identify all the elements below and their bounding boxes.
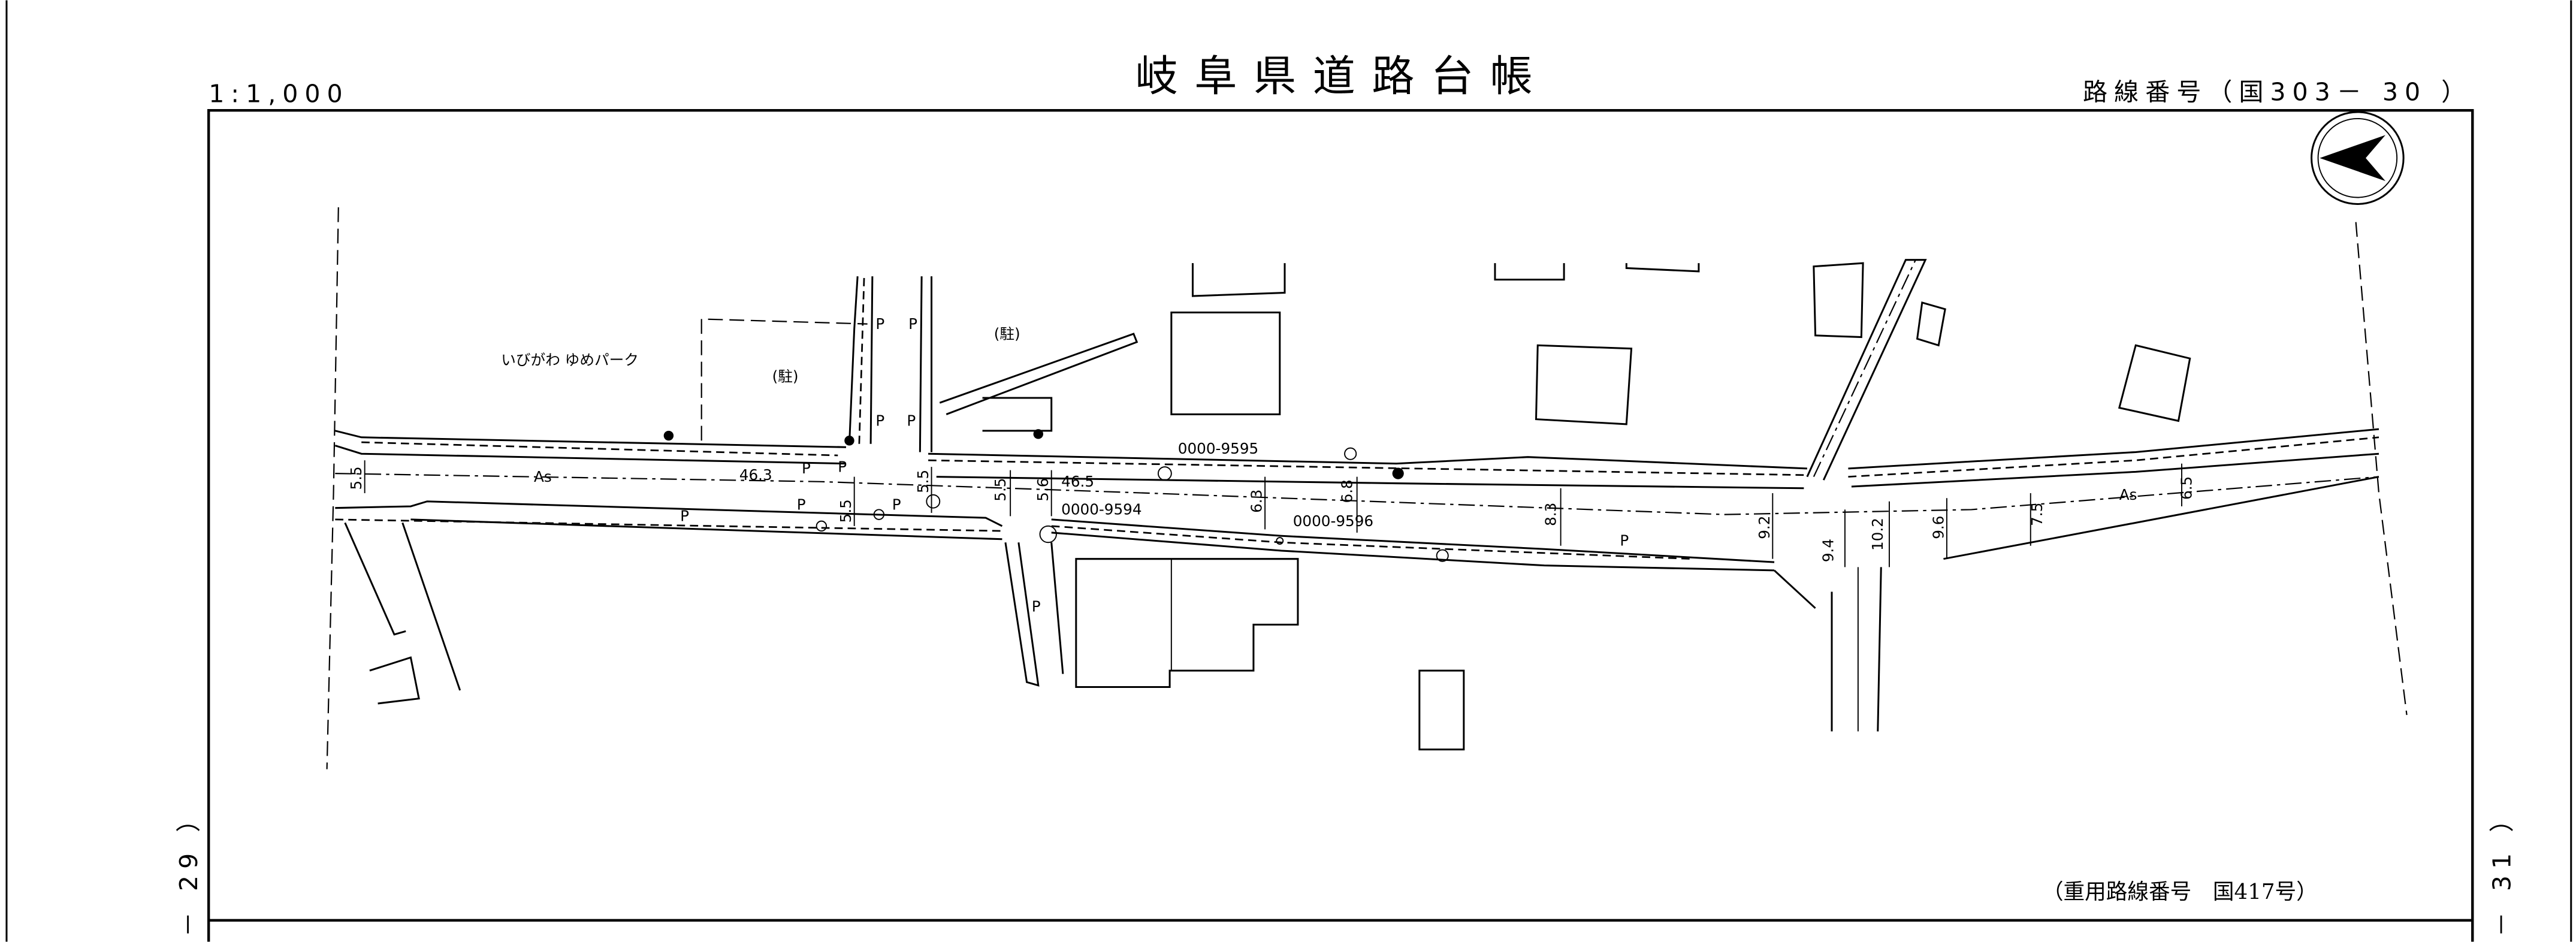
svg-text:P: P — [875, 315, 884, 333]
station-label: 0000-9596 — [1293, 512, 1373, 530]
svg-text:P: P — [1620, 532, 1629, 550]
svg-text:P: P — [875, 412, 884, 430]
parking-label: (駐) — [772, 368, 799, 385]
svg-text:5.5: 5.5 — [348, 466, 365, 490]
svg-text:P: P — [838, 458, 847, 475]
svg-text:9.2: 9.2 — [1756, 516, 1773, 539]
surface-label: As — [2119, 486, 2137, 503]
svg-text:5.5: 5.5 — [992, 478, 1009, 502]
svg-text:6.3: 6.3 — [1248, 490, 1266, 513]
overlap-route-note: （重用路線番号 国417号） — [2042, 880, 2318, 904]
boundary-left — [326, 207, 339, 769]
station-label: 0000-9594 — [1061, 501, 1141, 518]
svg-text:P: P — [680, 508, 689, 525]
svg-text:7.5: 7.5 — [2028, 503, 2046, 526]
utility-poles — [663, 429, 1449, 562]
station-label: 0000-9595 — [1178, 440, 1258, 457]
svg-text:9.6: 9.6 — [1929, 516, 1947, 539]
svg-text:P: P — [802, 460, 811, 477]
next-sheet-label[interactable]: － 31 ） — [2487, 801, 2516, 937]
surface-label: As — [534, 468, 552, 485]
svg-text:9.4: 9.4 — [1820, 539, 1837, 562]
svg-text:5.5: 5.5 — [837, 499, 854, 523]
width-dimensions: 5.5 5.5 5.5 5.5 5.6 6.3 6.8 8.3 9.2 9.4 … — [348, 460, 2195, 567]
svg-text:P: P — [892, 496, 901, 513]
north-arrow-icon — [2311, 111, 2405, 205]
elevation-label: 46.3 — [739, 466, 772, 484]
svg-text:5.5: 5.5 — [914, 470, 932, 493]
park-boundary — [700, 318, 868, 441]
main-road — [334, 428, 2379, 609]
previous-sheet-label[interactable]: － 29 ） — [174, 801, 203, 937]
sheet-title: 岐阜県道路台帳 — [1136, 51, 1550, 101]
map-frame — [207, 109, 2474, 942]
park-label: いびがわ ゆめパーク — [501, 351, 639, 369]
route-number-label: 路線番号（国303－ 30 ） — [2083, 78, 2472, 107]
pole-markers: P P P P P P P P P P P — [680, 315, 1629, 615]
buildings — [369, 262, 2191, 751]
svg-text:P: P — [907, 412, 916, 430]
svg-text:10.2: 10.2 — [1869, 518, 1886, 551]
svg-text:6.5: 6.5 — [2178, 476, 2195, 500]
boundary-right — [2355, 222, 2408, 715]
svg-text:6.8: 6.8 — [1338, 479, 1355, 503]
svg-text:P: P — [908, 315, 917, 333]
scale-label: 1:1,000 — [209, 79, 349, 108]
parking-label: (駐) — [994, 325, 1020, 342]
side-roads — [344, 259, 1927, 732]
svg-text:P: P — [797, 496, 806, 513]
svg-text:5.6: 5.6 — [1034, 478, 1052, 502]
svg-text:8.3: 8.3 — [1542, 503, 1559, 526]
elevation-label: 46.5 — [1061, 473, 1094, 490]
svg-text:P: P — [1032, 597, 1041, 615]
